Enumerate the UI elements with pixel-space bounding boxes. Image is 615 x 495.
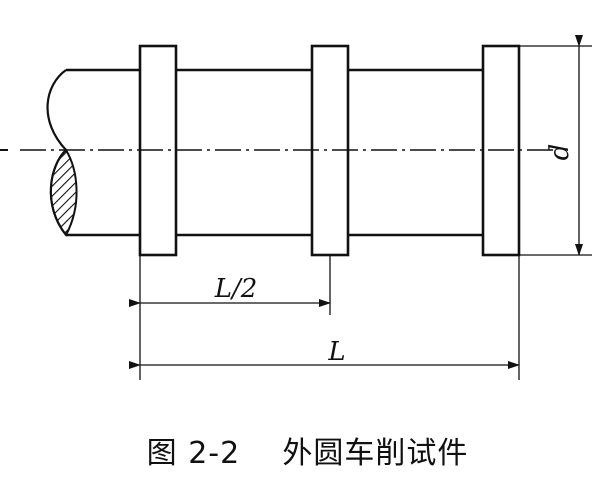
dimension-diameter-label: d bbox=[545, 144, 575, 161]
figure-caption: 图 2-2 外圆车削试件 bbox=[146, 436, 469, 471]
dimension-length-label: L bbox=[327, 337, 345, 367]
shaft-break-section bbox=[46, 69, 78, 237]
dimension-half-length-label: L/2 bbox=[214, 274, 258, 304]
shaft-body bbox=[66, 68, 483, 237]
extension-lines bbox=[139, 45, 592, 380]
